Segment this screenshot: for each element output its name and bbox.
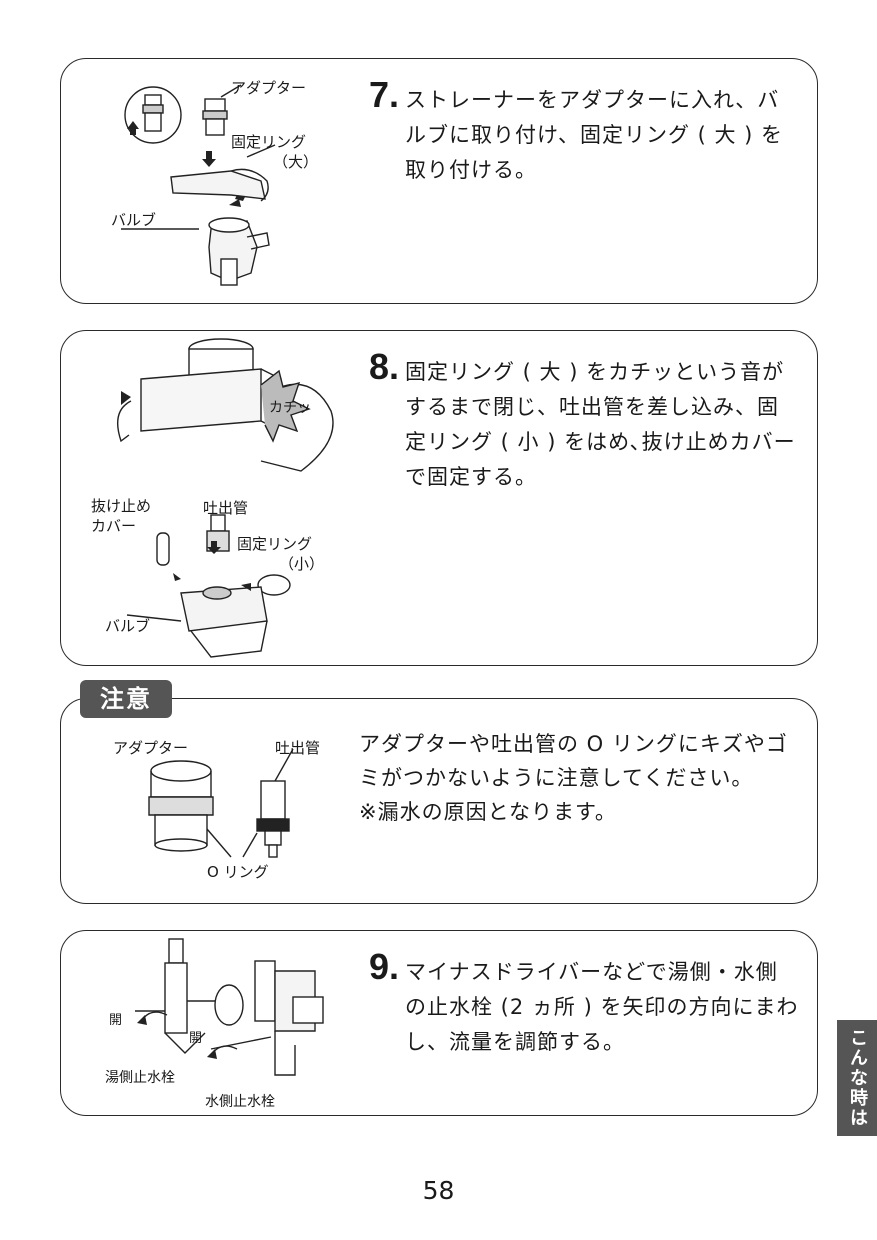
caution-panel: アダプター 吐出管 O リング アダプターや吐出管の O リングにキズやゴ ミが…	[60, 698, 818, 904]
adapter-label: アダプター	[231, 79, 307, 97]
step7-instruction: 7. ストレーナーをアダプターに入れ、バルブに取り付け、固定リング ( 大 ) …	[369, 77, 799, 188]
retainer-cover-label-2: カバー	[91, 517, 137, 535]
fixing-ring-size-label: （大）	[273, 153, 319, 171]
cold-stop-valve-label: 水側止水栓	[205, 1094, 275, 1110]
step7-panel: アダプター 固定リング （大） バルブ 7. ストレーナーをアダプターに入れ、バ…	[60, 58, 818, 304]
caution-text: アダプターや吐出管の O リングにキズやゴ ミがつかないように注意してください。…	[359, 727, 788, 829]
step9-illustration	[135, 938, 324, 1076]
retainer-cover-label: 抜け止め	[91, 497, 152, 515]
page-number: 58	[422, 1176, 455, 1205]
step8-instruction: 8. 固定リング ( 大 ) をカチッという音がするまで閉じ、吐出管を差し込み、…	[369, 349, 799, 495]
caution-tag: 注意	[80, 680, 172, 718]
section-side-tab: こんな時は	[837, 1020, 877, 1136]
spout-label: 吐出管	[275, 739, 321, 757]
caution-line-2: ミがつかないように注意してください。	[359, 766, 754, 790]
step9-panel: 開 開 湯側止水栓 水側止水栓 9. マイナスドライバーなどで湯側・水側の止水栓…	[60, 930, 818, 1116]
valve-label: バルブ	[111, 211, 157, 229]
fixing-ring-size-label: （小）	[279, 555, 325, 573]
caution-line-1: アダプターや吐出管の O リングにキズやゴ	[359, 732, 788, 756]
step8-panel: カチッ 抜け止め カバー 吐出管 固定リング （小） バルブ 8. 固定リング …	[60, 330, 818, 666]
step-number: 7.	[369, 74, 400, 115]
spout-label: 吐出管	[203, 499, 249, 517]
caution-illustration	[148, 748, 294, 858]
o-ring-label: O リング	[207, 863, 269, 881]
step9-instruction: 9. マイナスドライバーなどで湯側・水側の止水栓 (2 ヵ所 ) を矢印の方向に…	[369, 949, 799, 1060]
step7-illustration	[121, 84, 276, 286]
fixing-ring-label: 固定リング	[231, 133, 307, 151]
step-text: マイナスドライバーなどで湯側・水側の止水栓 (2 ヵ所 ) を矢印の方向にまわし…	[405, 960, 799, 1054]
adapter-label: アダプター	[113, 739, 189, 757]
open-label-cold: 開	[189, 1031, 203, 1046]
step8-illustration	[117, 338, 334, 658]
step-text: 固定リング ( 大 ) をカチッという音がするまで閉じ、吐出管を差し込み、固定リ…	[405, 360, 796, 489]
open-label-hot: 開	[109, 1013, 123, 1028]
valve-label: バルブ	[105, 617, 151, 635]
step-number: 8.	[369, 346, 400, 387]
fixing-ring-label: 固定リング	[237, 535, 313, 553]
step-number: 9.	[369, 946, 400, 987]
step-text: ストレーナーをアダプターに入れ、バルブに取り付け、固定リング ( 大 ) を取り…	[405, 88, 784, 182]
click-sound-label: カチッ	[269, 400, 311, 416]
hot-stop-valve-label: 湯側止水栓	[105, 1070, 175, 1086]
caution-line-3: ※漏水の原因となります。	[359, 800, 617, 824]
